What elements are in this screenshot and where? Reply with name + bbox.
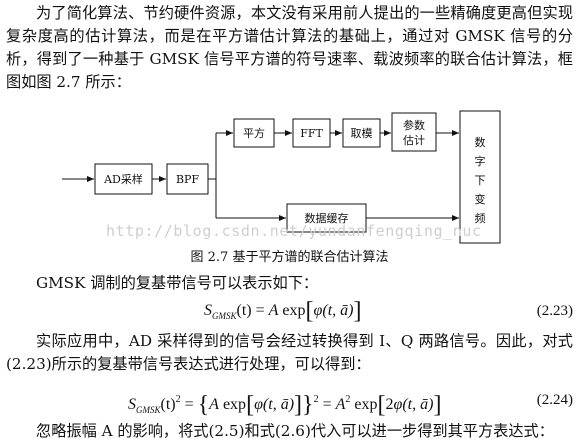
block-diagram: AD采样 BPF 平方 FFT 取模 参数 估计 数据缓存 数 字 下 变 频 bbox=[62, 110, 501, 244]
fft-block bbox=[292, 118, 331, 148]
equation-2-24-formula: SGMSK(t)2 = {A exp[φ(t, ā)]}2 = A2 exp[2… bbox=[128, 392, 442, 418]
ddc-block bbox=[459, 110, 501, 244]
figure-caption: 图 2.7 基于平方谱的联合估计算法 bbox=[190, 250, 389, 265]
buffer-block bbox=[286, 203, 367, 233]
equation-2-24-number: (2.24) bbox=[536, 392, 573, 408]
fft-label: FFT bbox=[300, 127, 323, 140]
ad-sampling-block bbox=[94, 163, 153, 195]
param-estimate-block bbox=[391, 112, 437, 152]
iq-paragraph: 实际应用中，AD 采样得到的信号会经过转换得到 I、Q 两路信号。因此，对式(2… bbox=[6, 332, 573, 373]
equation-2-24: SGMSK(t)2 = {A exp[φ(t, ā)]}2 = A2 exp[2… bbox=[0, 382, 579, 418]
ddc-label-char-1: 数 bbox=[475, 136, 486, 149]
param-label-line2: 估计 bbox=[403, 134, 425, 147]
square-label: 平方 bbox=[243, 126, 265, 140]
modulus-block bbox=[342, 118, 381, 148]
equation-2-23-number: (2.23) bbox=[536, 303, 573, 319]
ddc-label-char-4: 变 bbox=[475, 192, 486, 206]
equation-2-23-formula: SGMSK(t) = A exp[φ(t, ā)] bbox=[204, 298, 362, 324]
bpf-block bbox=[166, 163, 209, 195]
ddc-label-char-5: 频 bbox=[475, 211, 486, 225]
watermark: http://blog.csdn.net/yundanfengqing_nuc bbox=[106, 222, 482, 240]
bpf-label: BPF bbox=[176, 173, 199, 186]
amplitude-paragraph: 忽略振幅 A 的影响，将式(2.5)和式(2.6)代入可以进一步得到其平方表达式… bbox=[36, 422, 554, 440]
buffer-label: 数据缓存 bbox=[305, 211, 349, 225]
param-label-line1: 参数 bbox=[403, 118, 425, 132]
gmsk-intro-paragraph: GMSK 调制的复基带信号可以表示如下： bbox=[36, 274, 319, 292]
ad-sampling-label: AD采样 bbox=[103, 172, 143, 186]
ddc-label-char-2: 字 bbox=[475, 154, 486, 168]
intro-paragraph: 为了简化算法、节约硬件资源，本文没有采用前人提出的一些精确度更高但实现复杂度高的… bbox=[6, 4, 573, 91]
ddc-label-char-3: 下 bbox=[475, 174, 486, 187]
square-block bbox=[233, 118, 275, 148]
modulus-label: 取模 bbox=[351, 127, 373, 140]
equation-2-23: SGMSK(t) = A exp[φ(t, ā)] (2.23) bbox=[0, 293, 579, 329]
